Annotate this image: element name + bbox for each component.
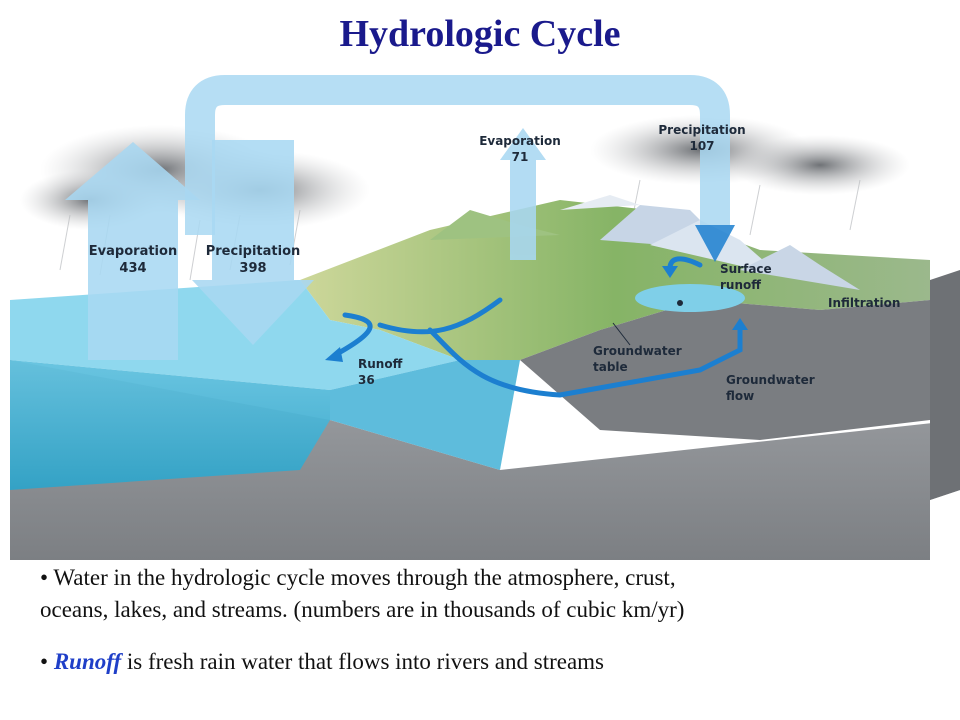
- bullet-runoff-definition: • Runoff is fresh rain water that flows …: [40, 646, 940, 678]
- land-surface: [300, 200, 930, 360]
- bullet-text-line2: oceans, lakes, and streams. (numbers are…: [40, 597, 685, 622]
- land-evaporation-value: 71: [512, 150, 529, 164]
- runoff-value: 36: [358, 373, 375, 387]
- surface-runoff-label-1: Surface: [720, 262, 772, 276]
- groundwater-flow-label-2: flow: [726, 389, 754, 403]
- ocean-evaporation-value: 434: [119, 261, 146, 276]
- page-title: Hydrologic Cycle: [339, 13, 621, 55]
- ocean-precipitation-label: Precipitation: [206, 244, 301, 259]
- atmospheric-transport-arrow: [185, 75, 735, 262]
- runoff-definition-text: is fresh rain water that flows into rive…: [126, 649, 605, 674]
- groundwater-table-leader: [612, 322, 631, 346]
- land-evaporation-label: Evaporation: [479, 134, 561, 148]
- runoff-label: Runoff: [358, 357, 403, 371]
- bullet-marker: •: [40, 565, 49, 590]
- land-precipitation-label: Precipitation: [658, 123, 745, 137]
- bullet-cycle-description: • Water in the hydrologic cycle moves th…: [40, 562, 940, 626]
- land-evaporation-arrow: [500, 128, 546, 260]
- groundwater-table-label-1: Groundwater: [593, 344, 682, 358]
- bullet-marker: •: [40, 649, 49, 674]
- rock-right-face: [930, 270, 960, 500]
- ocean-precipitation-value: 398: [239, 261, 266, 276]
- lake-point: [677, 300, 683, 306]
- runoff-term: Runoff: [53, 649, 122, 674]
- land-precipitation-value: 107: [689, 139, 714, 153]
- ocean-evaporation-label: Evaporation: [89, 244, 177, 259]
- surface-runoff-label-2: runoff: [720, 278, 761, 292]
- groundwater-table-label-2: table: [593, 360, 628, 374]
- mountains: [430, 195, 860, 290]
- hydrologic-cycle-diagram: Evaporation 434 Precipitation 398 Evapor…: [10, 75, 960, 560]
- runoff-arrowheads: [325, 266, 748, 362]
- bullet-text-line1: Water in the hydrologic cycle moves thro…: [53, 565, 676, 590]
- infiltration-label: Infiltration: [828, 296, 900, 310]
- bullet-list: • Water in the hydrologic cycle moves th…: [40, 562, 940, 678]
- groundwater-flow-label-1: Groundwater: [726, 373, 815, 387]
- runoff-arrows: [332, 256, 743, 398]
- ocean-evaporation-arrow: [65, 142, 200, 360]
- lake: [635, 284, 745, 312]
- land-clouds: [590, 115, 910, 195]
- ocean-side-face: [330, 360, 520, 470]
- ocean-front-face: [10, 300, 330, 490]
- ocean-precipitation-arrow: [192, 140, 314, 345]
